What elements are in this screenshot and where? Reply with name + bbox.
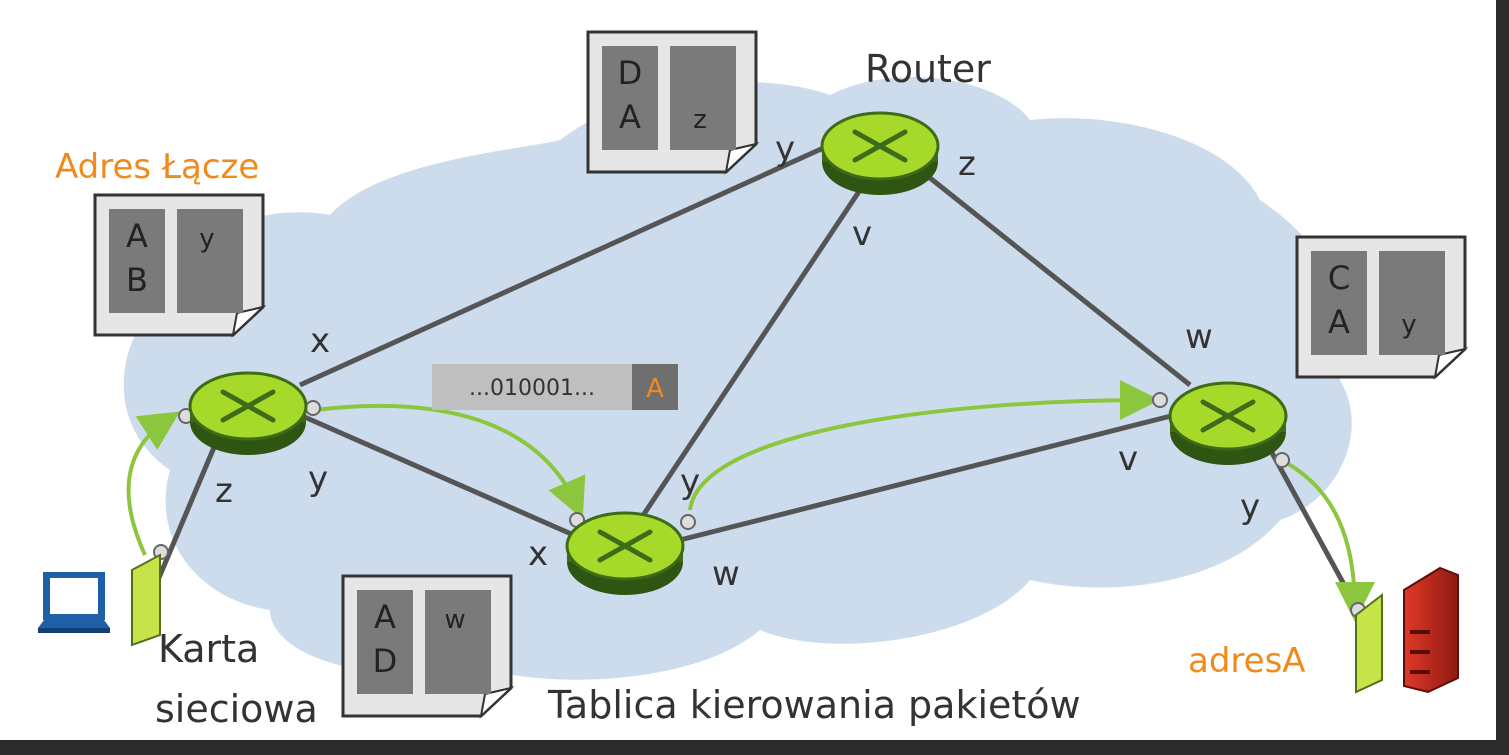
table-bottom-r0-c0: A: [374, 598, 396, 636]
port-r3-w: w: [712, 554, 740, 594]
packet-bits: ...010001...: [469, 376, 595, 401]
port-r1-y: y: [308, 459, 328, 499]
port-r2-z: z: [958, 144, 976, 184]
port-r4-v: v: [1118, 439, 1138, 479]
port-r3-x: x: [528, 534, 548, 574]
port-r4-w: w: [1185, 317, 1213, 357]
port-r1-x: x: [310, 321, 330, 361]
router-label: Router: [865, 47, 991, 91]
table-top-r1-c0: A: [619, 98, 641, 136]
packet-address: A: [646, 374, 664, 404]
table-right-r1-c1: y: [1401, 310, 1416, 340]
packet: ...010001... A: [432, 364, 678, 410]
table-right-r0-c0: C: [1328, 259, 1350, 297]
router-icon[interactable]: [188, 371, 308, 455]
router-icon[interactable]: [565, 511, 685, 595]
nic-label-line1: Karta: [158, 627, 259, 671]
network-card-icon: [1355, 592, 1383, 694]
port-r2-y: y: [775, 129, 795, 169]
table-top-r0-c0: D: [618, 54, 643, 92]
router-icon[interactable]: [1168, 381, 1288, 465]
port-r1-z: z: [215, 471, 233, 511]
table-left-r0-c1: y: [199, 224, 214, 254]
network-cloud: [123, 76, 1352, 680]
laptop-icon[interactable]: [38, 572, 110, 633]
nic-label-line2: sieciowa: [155, 687, 318, 731]
table-left-r1-c0: B: [126, 261, 148, 299]
table-top-r1-c1: z: [693, 105, 707, 135]
port-r4-y: y: [1240, 487, 1260, 527]
server-icon[interactable]: [1403, 566, 1459, 694]
destination-label: adresA: [1188, 641, 1306, 681]
links: [155, 142, 1361, 612]
table-left-r0-c0: A: [126, 217, 148, 255]
router-icon[interactable]: [820, 111, 940, 195]
address-link-header: Adres Łącze: [55, 147, 259, 187]
table-bottom-r1-c0: D: [373, 642, 398, 680]
network-card-icon: [131, 553, 161, 647]
diagram-title: Tablica kierowania pakietów: [547, 683, 1081, 727]
port-labels: x y z y z v y x w w v y: [215, 129, 1260, 594]
port-r3-y: y: [680, 462, 700, 502]
port-r2-v: v: [852, 214, 872, 254]
packet-path: [126, 380, 1375, 622]
table-right-r1-c0: A: [1328, 303, 1350, 341]
table-bottom-r0-c1: w: [444, 605, 465, 635]
